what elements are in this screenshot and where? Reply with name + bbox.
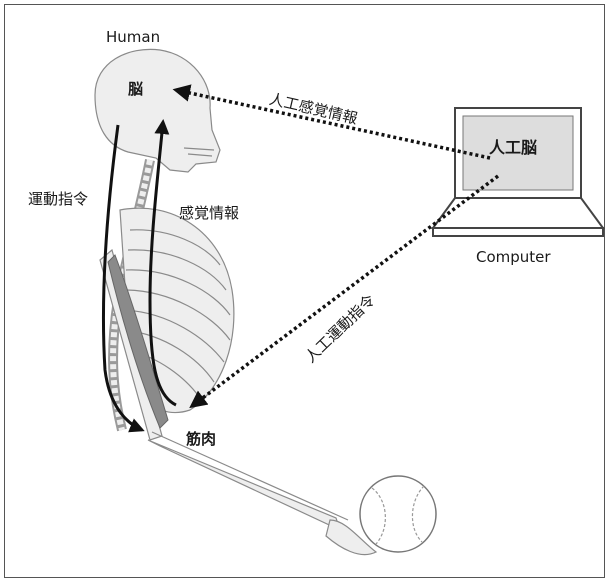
laptop-icon [433, 108, 603, 236]
forearm [148, 440, 340, 530]
brain-label: 脳 [128, 78, 143, 99]
motor-command-label: 運動指令 [28, 188, 88, 209]
artificial-sensory-arrow [176, 90, 490, 158]
skeleton-illustration [95, 49, 376, 554]
baseball-icon [360, 476, 436, 552]
artificial-brain-label: 人工脳 [489, 134, 537, 158]
human-label: Human [106, 28, 160, 46]
muscle-label: 筋肉 [186, 428, 216, 449]
computer-label: Computer [476, 248, 551, 266]
sensory-info-label: 感覚情報 [179, 202, 239, 223]
